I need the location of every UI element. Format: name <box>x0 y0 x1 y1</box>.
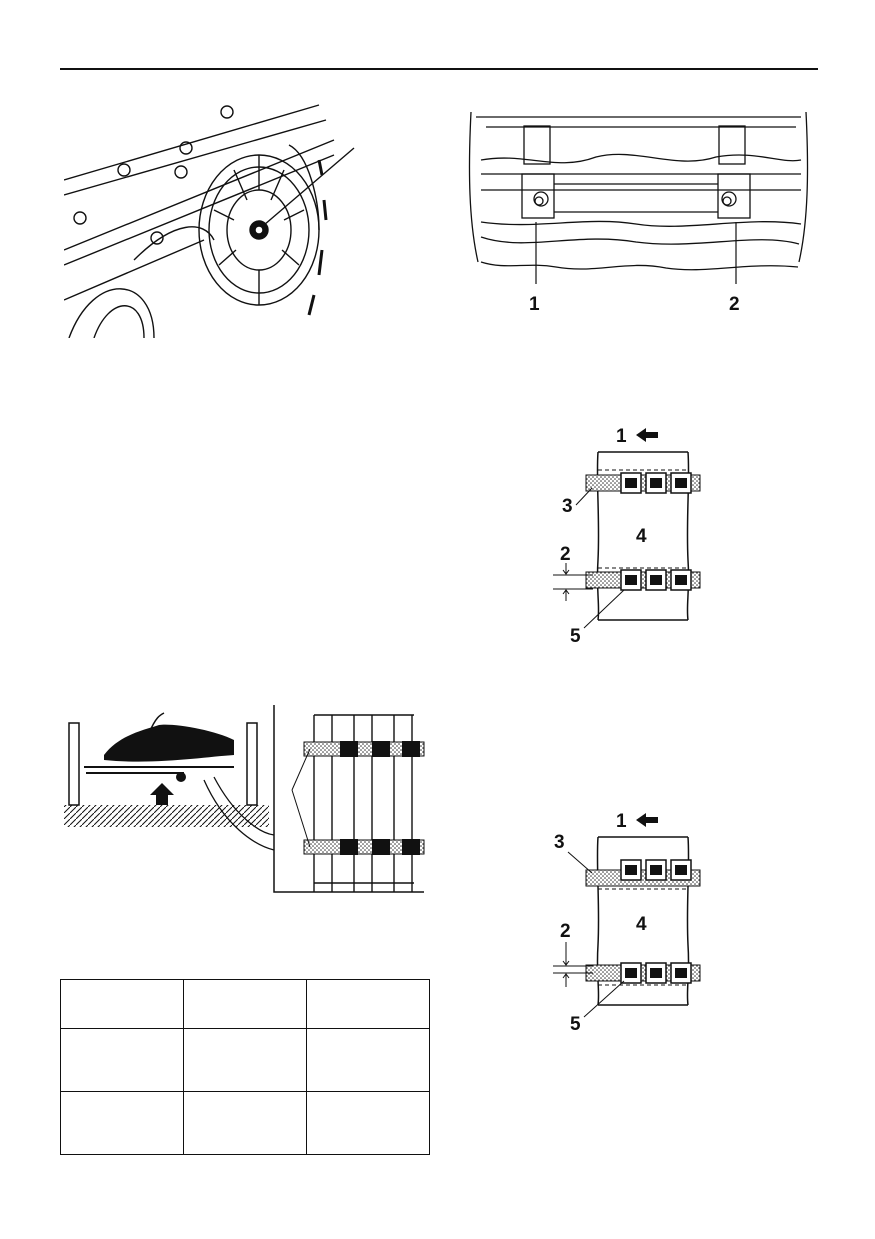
track-alignment-illustration: 1 2 <box>468 112 809 315</box>
callout-1: 1 <box>616 811 627 832</box>
callout-1: 1 <box>529 294 540 315</box>
table-cell <box>306 1028 430 1092</box>
track-deflection-figure-a: 1 3 4 2 5 <box>548 420 718 650</box>
table-cell <box>183 1091 307 1155</box>
callout-2: 2 <box>560 544 571 565</box>
table-cell <box>183 1028 307 1092</box>
slide-rail-wheel-illustration <box>64 104 355 338</box>
track-alignment-figure: 1 2 <box>466 112 811 317</box>
callout-5: 5 <box>570 626 581 647</box>
track-stand-illustration <box>64 705 425 893</box>
callout-4: 4 <box>636 526 647 547</box>
spec-table <box>60 979 430 1155</box>
track-deflection-illustration-a: 1 3 4 2 5 <box>553 426 701 647</box>
table-cell <box>306 1091 430 1155</box>
header-rule <box>60 68 818 70</box>
track-stand-figure <box>64 705 429 900</box>
callout-4: 4 <box>636 914 647 935</box>
callout-3: 3 <box>554 832 565 853</box>
lift-arrow-icon <box>150 783 174 805</box>
track-deflection-illustration-b: 1 3 4 2 5 <box>553 811 701 1035</box>
callout-3: 3 <box>562 496 573 517</box>
direction-arrow-icon <box>636 813 658 827</box>
callout-5: 5 <box>570 1014 581 1035</box>
table-cell <box>60 1091 184 1155</box>
callout-1: 1 <box>616 426 627 447</box>
track-deflection-figure-b: 1 3 4 2 5 <box>548 805 718 1035</box>
callout-2: 2 <box>560 921 571 942</box>
table-row <box>60 979 430 1029</box>
callout-2: 2 <box>729 294 740 315</box>
table-row <box>60 1091 430 1155</box>
table-cell <box>60 1028 184 1092</box>
direction-arrow-icon <box>636 428 658 442</box>
table-cell <box>60 979 184 1029</box>
table-row <box>60 1028 430 1092</box>
slide-rail-wheel-figure <box>64 100 364 340</box>
table-cell <box>306 979 430 1029</box>
table-cell <box>183 979 307 1029</box>
